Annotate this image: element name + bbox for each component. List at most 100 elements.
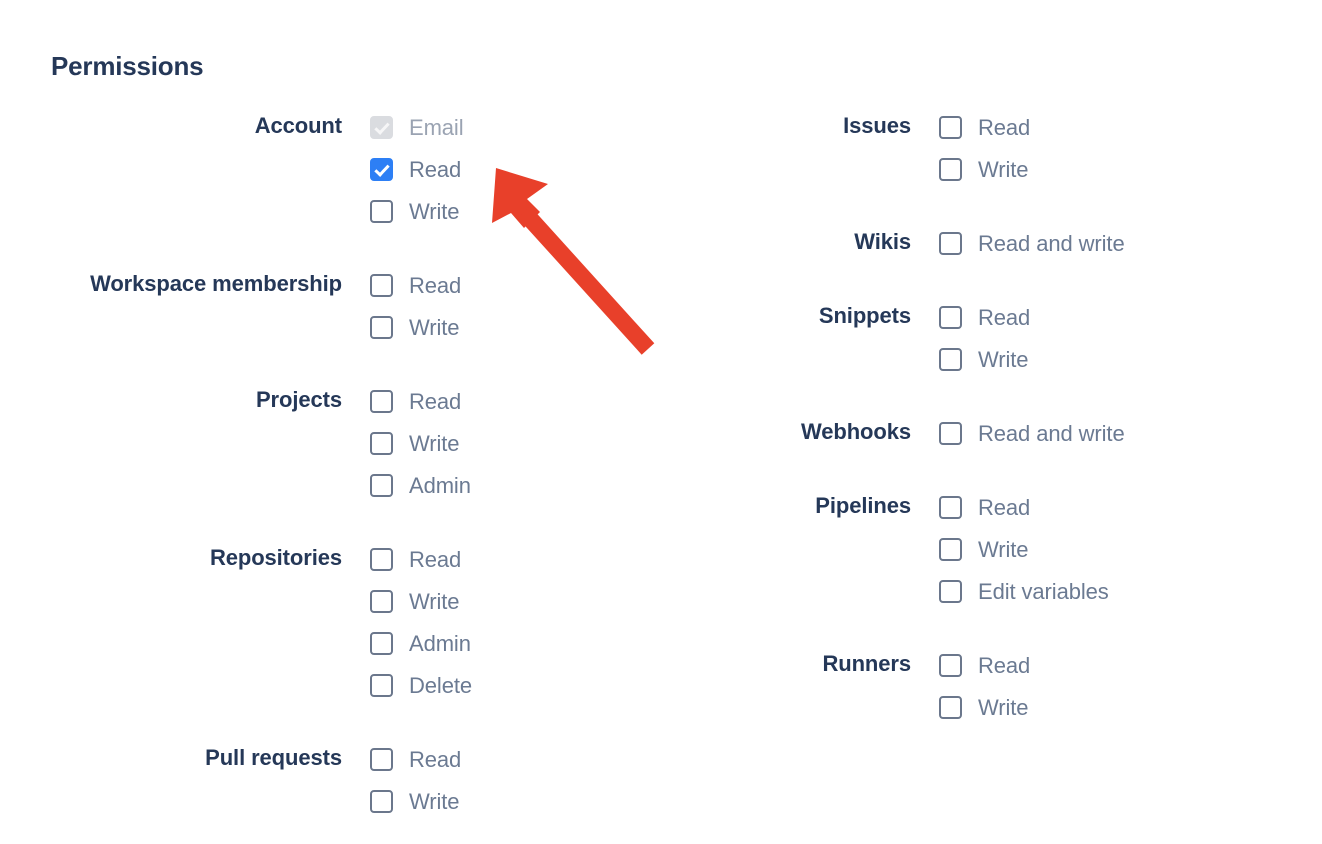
permission-option-row[interactable]: Read and write [939, 222, 1125, 264]
checkbox-label[interactable]: Delete [409, 672, 472, 698]
checkbox-read[interactable] [939, 495, 962, 519]
checkbox-write[interactable] [370, 589, 393, 613]
checkbox-label[interactable]: Read [409, 388, 462, 414]
permission-option-row[interactable]: Read and write [939, 412, 1125, 454]
checkbox-label[interactable]: Read and write [978, 420, 1125, 446]
checkbox-admin[interactable] [370, 473, 393, 497]
checkbox-label[interactable]: Write [409, 788, 460, 814]
permission-group-label: Workspace membership [90, 271, 342, 296]
permission-option-row[interactable]: Read [370, 148, 464, 190]
checkbox-label[interactable]: Read [978, 304, 1031, 330]
permission-option-row[interactable]: Write [370, 780, 461, 822]
checkbox-label[interactable]: Write [978, 694, 1029, 720]
permission-option-row[interactable]: Read [939, 106, 1030, 148]
checkbox-read[interactable] [939, 653, 962, 677]
permission-option-row[interactable]: Write [370, 190, 464, 232]
checkbox-label[interactable]: Edit variables [978, 578, 1109, 604]
checkbox-label[interactable]: Read [978, 114, 1031, 140]
permission-option-row[interactable]: Admin [370, 622, 472, 664]
checkbox-read[interactable] [370, 273, 393, 297]
checkbox-write[interactable] [370, 431, 393, 455]
permission-group-label: Runners [822, 651, 911, 676]
permission-option-row[interactable]: Read [370, 380, 471, 422]
permission-option-row[interactable]: Edit variables [939, 570, 1109, 612]
checkbox-read[interactable] [939, 115, 962, 139]
permission-option-row[interactable]: Write [370, 580, 472, 622]
permission-option-row[interactable]: Email [370, 106, 464, 148]
checkbox-read[interactable] [370, 157, 393, 181]
checkbox-write[interactable] [939, 695, 962, 719]
permission-option-row[interactable]: Write [939, 686, 1030, 728]
checkbox-write[interactable] [939, 347, 962, 371]
checkbox-label[interactable]: Read and write [978, 230, 1125, 256]
checkbox-read[interactable] [370, 747, 393, 771]
checkbox-label[interactable]: Write [978, 346, 1029, 372]
checkbox-write[interactable] [939, 537, 962, 561]
checkbox-label[interactable]: Write [409, 314, 460, 340]
permission-group-label: Projects [255, 387, 342, 412]
checkbox-label[interactable]: Read [978, 652, 1031, 678]
checkbox-read[interactable] [370, 389, 393, 413]
permission-option-row[interactable]: Read [939, 486, 1109, 528]
checkbox-read[interactable] [939, 305, 962, 329]
checkbox-write[interactable] [370, 789, 393, 813]
permission-option-row[interactable]: Read [939, 644, 1030, 686]
checkbox-label[interactable]: Email [409, 114, 464, 140]
checkbox-label[interactable]: Write [978, 156, 1029, 182]
permission-option-row[interactable]: Read [939, 296, 1030, 338]
checkbox-label[interactable]: Admin [409, 472, 471, 498]
checkbox-label[interactable]: Admin [409, 630, 471, 656]
checkbox-label[interactable]: Write [978, 536, 1029, 562]
checkbox-label[interactable]: Read [409, 156, 462, 182]
permission-option-row[interactable]: Read [370, 538, 472, 580]
checkbox-read[interactable] [370, 547, 393, 571]
permission-option-row[interactable]: Write [939, 148, 1030, 190]
permission-option-row[interactable]: Write [370, 422, 471, 464]
checkbox-write[interactable] [939, 157, 962, 181]
checkbox-label[interactable]: Read [409, 746, 462, 772]
checkbox-email [370, 115, 393, 139]
checkbox-label[interactable]: Read [409, 272, 462, 298]
checkbox-write[interactable] [370, 199, 393, 223]
checkbox-label[interactable]: Read [409, 546, 462, 572]
permission-option-row[interactable]: Write [939, 528, 1109, 570]
permission-option-row[interactable]: Write [370, 306, 461, 348]
permission-group-label: Issues [843, 113, 911, 138]
checkbox-read-and-write[interactable] [939, 421, 962, 445]
checkbox-delete[interactable] [370, 673, 393, 697]
permission-option-row[interactable]: Admin [370, 464, 471, 506]
checkbox-write[interactable] [370, 315, 393, 339]
permission-option-row[interactable]: Read [370, 264, 461, 306]
permission-option-row[interactable]: Read [370, 738, 461, 780]
permission-option-row[interactable]: Write [939, 338, 1030, 380]
checkbox-label[interactable]: Write [409, 588, 460, 614]
permission-group-label: Pull requests [205, 745, 342, 770]
checkbox-label[interactable]: Read [978, 494, 1031, 520]
permission-group-label: Pipelines [815, 493, 911, 518]
permission-group-label: Repositories [209, 545, 342, 570]
checkbox-admin[interactable] [370, 631, 393, 655]
checkbox-label[interactable]: Write [409, 430, 460, 456]
checkbox-label[interactable]: Write [409, 198, 460, 224]
checkbox-edit-variables[interactable] [939, 579, 962, 603]
checkbox-read-and-write[interactable] [939, 231, 962, 255]
permission-option-row[interactable]: Delete [370, 664, 472, 706]
